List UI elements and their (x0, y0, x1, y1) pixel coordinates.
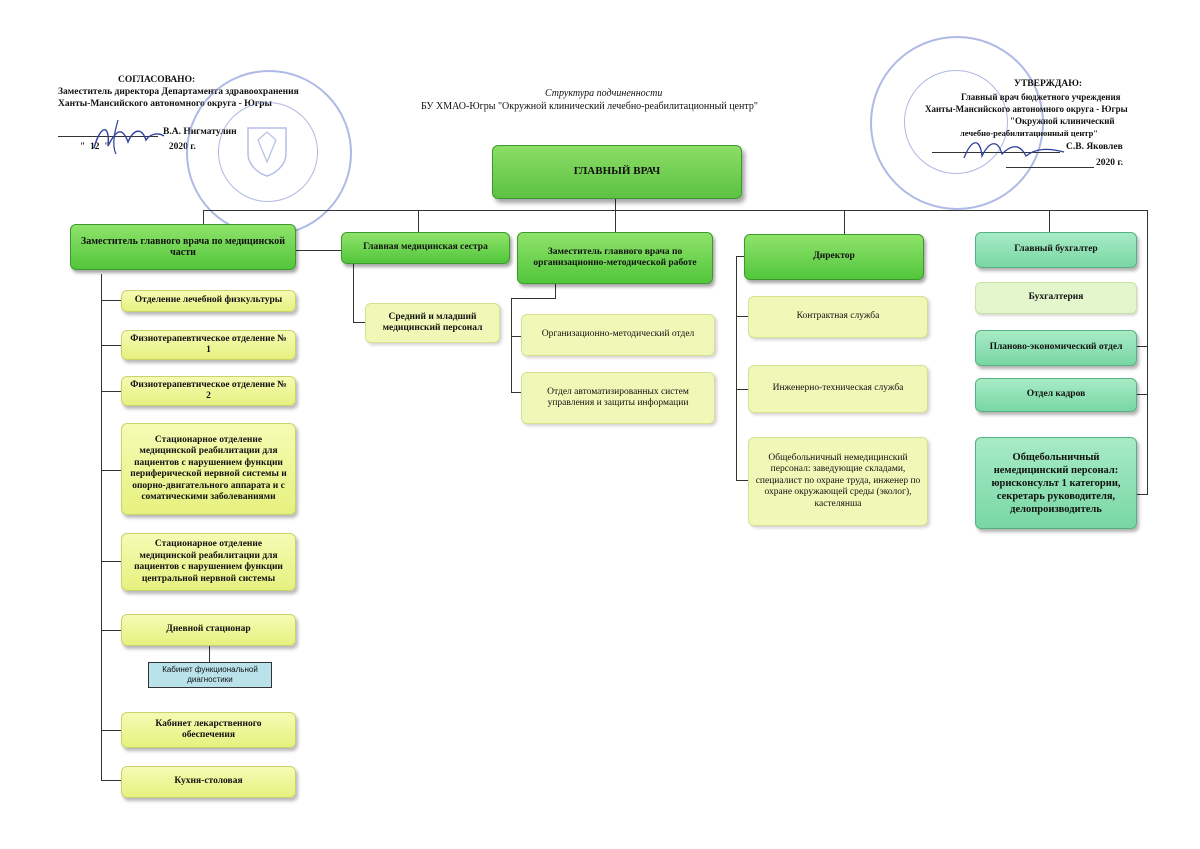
approval-left-line2: Ханты-Мансийского автономного округа - Ю… (58, 99, 272, 109)
connector (844, 210, 845, 234)
connector (296, 250, 341, 251)
signature-line-right (932, 152, 1060, 153)
stamp-right-inner (904, 70, 1008, 174)
handwritten-signature-right (963, 142, 1065, 159)
director-box: Директор (744, 234, 924, 280)
deputy-methodology-box: Заместитель главного врача по организаци… (517, 232, 713, 284)
dept-physiotherapy-1: Физиотерапевтическое отделение № 1 (121, 330, 296, 360)
approval-right-line3: "Окружной клинический (1010, 116, 1115, 126)
stamp-left-inner (218, 102, 318, 202)
dept-inpatient-peripheral: Стационарное отделение медицинской реаби… (121, 423, 296, 515)
dept-inpatient-central: Стационарное отделение медицинской реаби… (121, 533, 296, 591)
handwritten-signature-left (93, 119, 165, 155)
dept-nonmedical-staff-director: Общебольничный немедицинский персонал: з… (748, 437, 928, 526)
dept-physiotherapy-2: Физиотерапевтическое отделение № 2 (121, 376, 296, 406)
approval-right-signer: С.В. Яковлев (1066, 142, 1123, 152)
connector (101, 274, 102, 780)
connector (615, 210, 616, 232)
document-subtitle: БУ ХМАО-Югры "Окружной клинический лечеб… (421, 101, 758, 112)
dept-engineering-service: Инженерно-техническая служба (748, 365, 928, 413)
stamp-right (870, 36, 1044, 210)
dept-org-methodology: Организационно-методический отдел (521, 314, 715, 356)
approval-left-line1: Заместитель директора Департамента здрав… (58, 87, 299, 97)
approval-heading-left: СОГЛАСОВАНО: (118, 75, 196, 85)
dept-contract-service: Контрактная служба (748, 296, 928, 338)
approval-right-date: 2020 г. (1096, 158, 1123, 168)
dept-canteen: Кухня-столовая (121, 766, 296, 798)
connector-bus (203, 210, 1148, 211)
dept-day-hospital: Дневной стационар (121, 614, 296, 646)
connector (418, 210, 419, 232)
dept-physical-therapy: Отделение лечебной физкультуры (121, 290, 296, 312)
deputy-medical-box: Заместитель главного врача по медицинско… (70, 224, 296, 270)
approval-right-line1: Главный врач бюджетного учреждения (961, 92, 1121, 102)
coat-of-arms-icon (247, 127, 287, 177)
approval-right-line4: лечебно-реабилитационный центр" (960, 128, 1099, 138)
dept-functional-diagnostics: Кабинет функциональной диагностики (148, 662, 272, 688)
nursing-staff-box: Средний и младший медицинский персонал (365, 303, 500, 343)
dept-drug-supply: Кабинет лекарственного обеспечения (121, 712, 296, 748)
chief-doctor-box: ГЛАВНЫЙ ВРАЧ (492, 145, 742, 199)
dept-accounting: Бухгалтерия (975, 282, 1137, 314)
dept-nonmedical-staff-accounting: Общебольничный немедицинский персонал: ю… (975, 437, 1137, 529)
chief-accountant-box: Главный бухгалтер (975, 232, 1137, 268)
dept-hr: Отдел кадров (975, 378, 1137, 412)
dept-automated-systems: Отдел автоматизированных систем управлен… (521, 372, 715, 424)
dept-planning-economics: Планово-экономический отдел (975, 330, 1137, 366)
connector (203, 210, 204, 224)
date-line-right (1006, 167, 1094, 168)
connector (1147, 210, 1148, 495)
head-nurse-box: Главная медицинская сестра (341, 232, 510, 264)
approval-right-line2: Ханты-Мансийского автономного округа - Ю… (925, 104, 1128, 114)
connector (615, 199, 616, 210)
approval-heading-right: УТВЕРЖДАЮ: (1014, 79, 1083, 89)
connector (1049, 210, 1050, 232)
document-title: Структура подчиненности (545, 88, 663, 99)
